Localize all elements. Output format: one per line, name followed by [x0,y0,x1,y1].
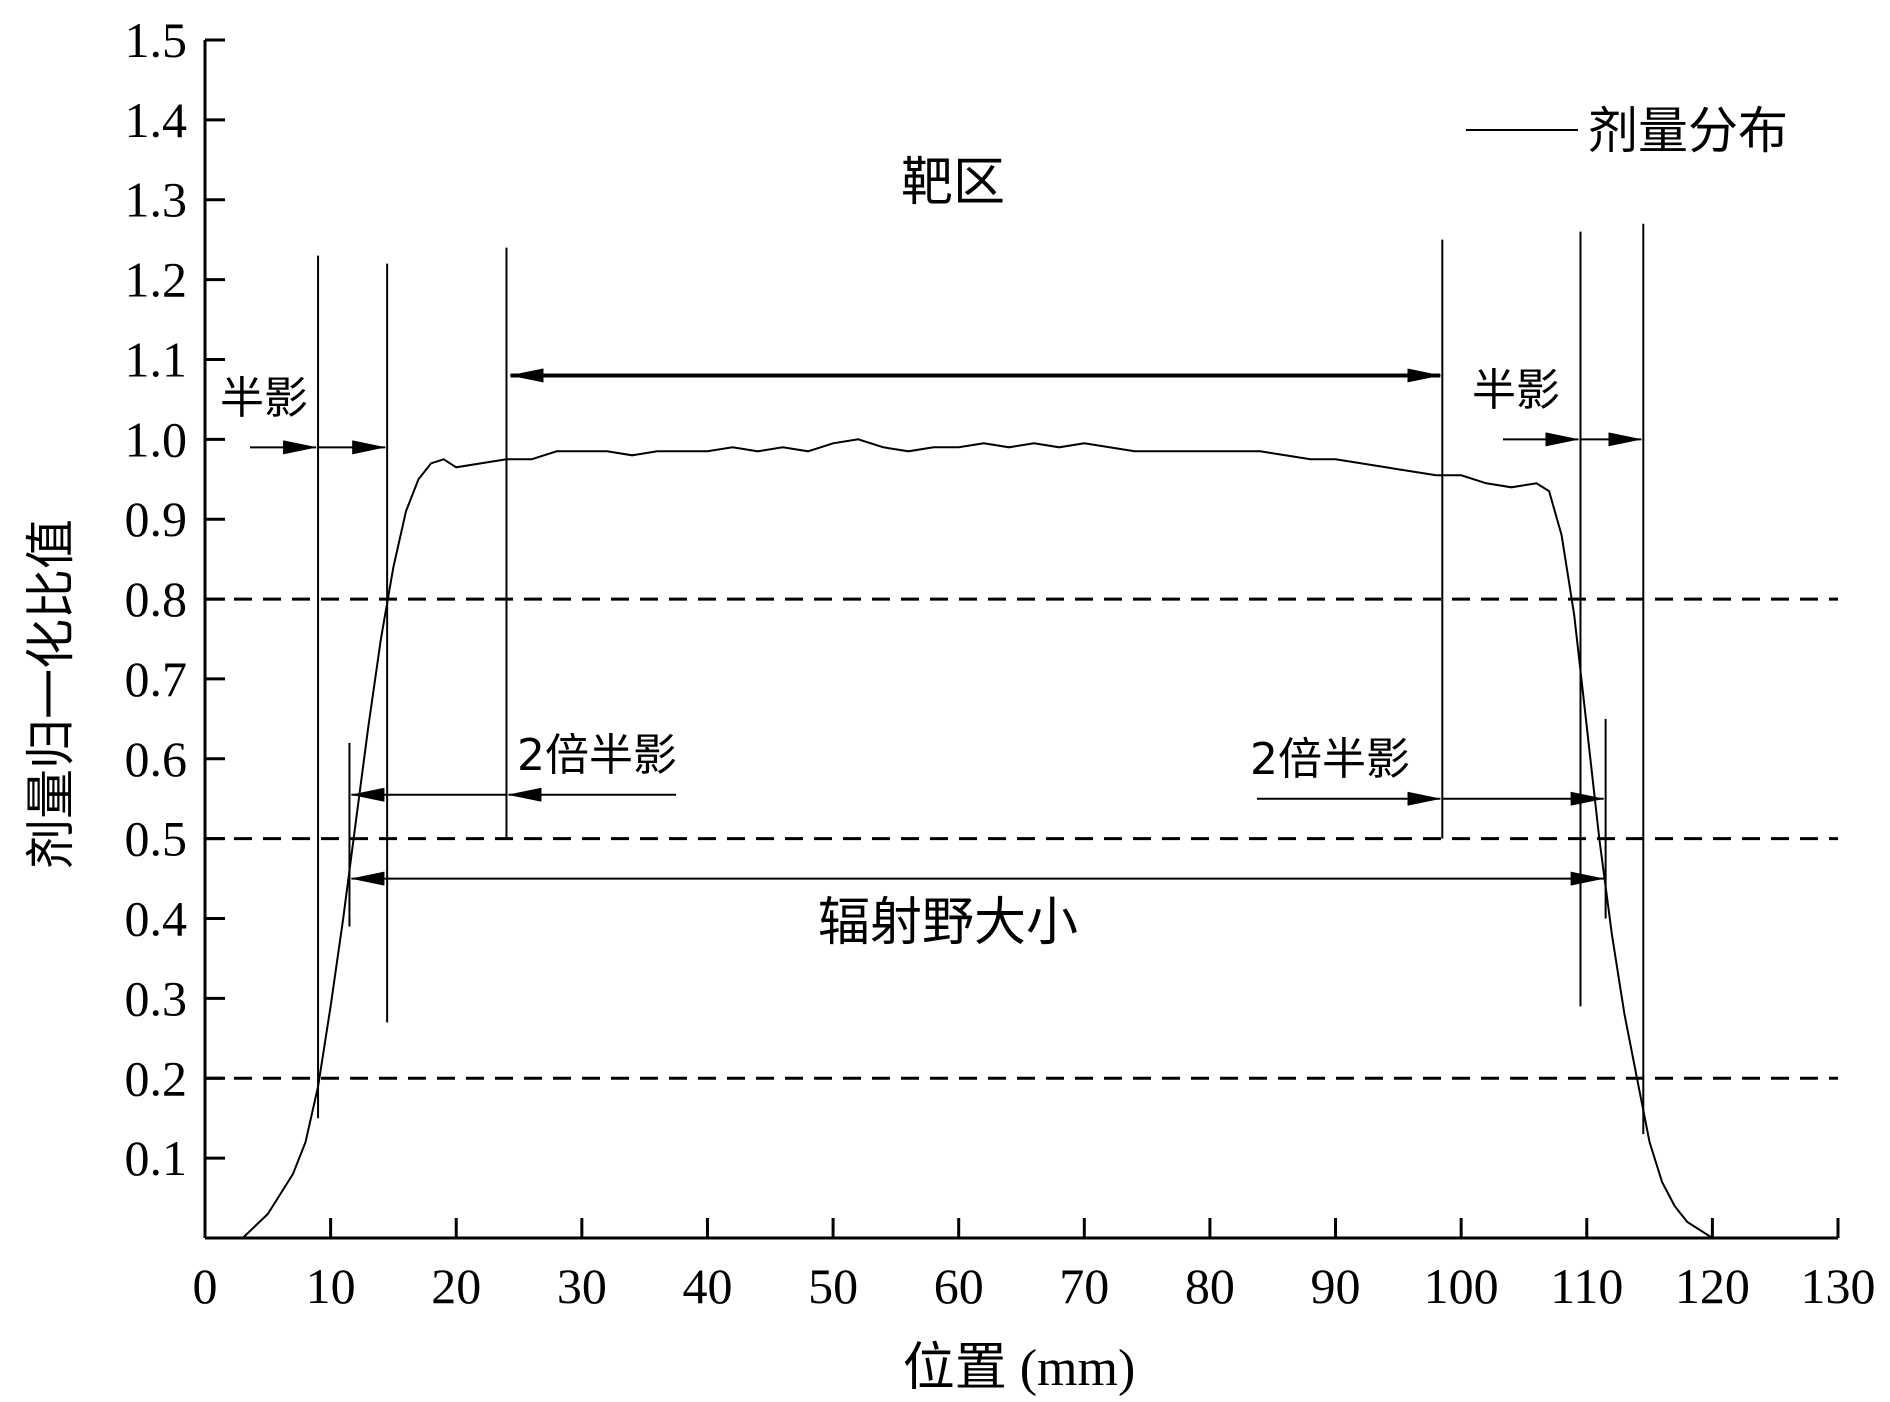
target-zone-label: 靶区 [901,153,1005,213]
y-tick-label: 0.5 [125,811,188,867]
y-axis-title: 剂量归一化比值 [23,519,79,869]
y-tick-label: 1.1 [125,331,188,387]
y-tick-label: 0.7 [125,651,188,707]
dose-distribution-line [242,438,1713,1239]
y-tick-label: 1.4 [125,92,188,148]
y-tick-label: 0.4 [125,891,188,947]
field-size-label: 辐射野大小 [818,893,1078,953]
double-penumbra-left-label: 2倍半影 [517,730,677,781]
double-penumbra-right-label: 2倍半影 [1250,734,1410,785]
reference-lines [205,597,1838,1080]
y-tick-label: 1.3 [125,172,188,228]
y-tick-label: 0.6 [125,731,188,787]
x-tick-label: 50 [808,1258,858,1314]
y-tick-label: 0.1 [125,1130,188,1186]
x-tick-label: 10 [306,1258,356,1314]
y-tick-label: 0.2 [125,1050,188,1106]
legend-label: 剂量分布 [1588,102,1788,160]
x-tick-label: 130 [1801,1258,1876,1314]
y-tick-label: 1.5 [125,12,188,68]
y-tick-label: 1.2 [125,252,188,308]
x-tick-label: 70 [1059,1258,1109,1314]
x-axis-title: 位置 (mm) [903,1340,1136,1397]
y-tick-label: 0.8 [125,571,188,627]
y-tick-label: 1.0 [125,411,188,467]
x-tick-label: 60 [934,1258,984,1314]
penumbra-left-label: 半影 [220,373,308,424]
x-tick-label: 0 [193,1258,218,1314]
x-tick-label: 80 [1185,1258,1235,1314]
x-tick-label: 110 [1550,1258,1623,1314]
x-tick-label: 90 [1311,1258,1361,1314]
x-tick-label: 30 [557,1258,607,1314]
y-tick-label: 0.9 [125,491,188,547]
series-layer [242,438,1713,1239]
x-tick-label: 100 [1424,1258,1499,1314]
penumbra-right-label: 半影 [1472,365,1560,416]
legend: 剂量分布 [1466,102,1788,160]
x-tick-label: 40 [682,1258,732,1314]
y-tick-label: 0.3 [125,970,188,1026]
axes: 0 10 20 30 40 50 60 70 80 90 100 110 120 130 0.1 0.2 0.3… [125,12,1876,1314]
x-tick-label: 20 [431,1258,481,1314]
x-tick-label: 120 [1675,1258,1750,1314]
marker-lines [317,223,1645,1135]
